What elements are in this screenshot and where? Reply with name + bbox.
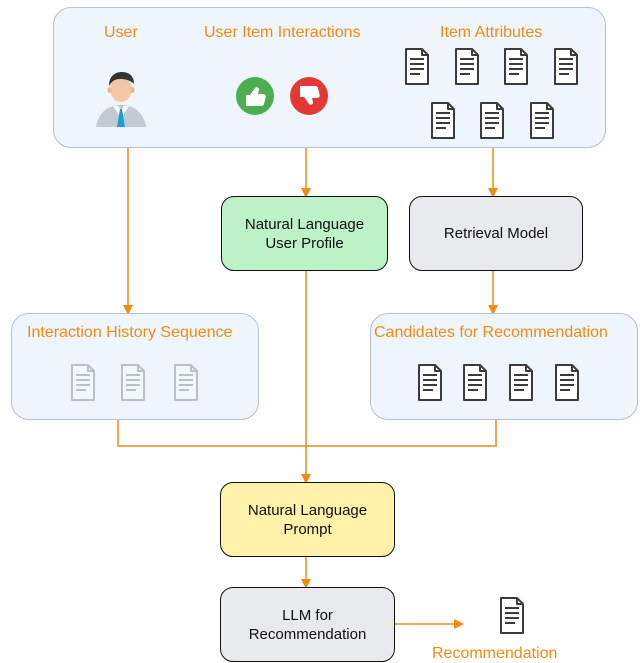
item-attribute-document-icon xyxy=(527,101,557,140)
section-label-user: User xyxy=(104,24,138,41)
history-document-icon xyxy=(171,363,201,402)
interaction-history-panel xyxy=(11,313,259,420)
item-attribute-document-icon xyxy=(551,47,581,86)
recommendation-document-icon xyxy=(497,596,527,635)
connector-candidates-branch xyxy=(306,420,497,447)
candidate-document-icon xyxy=(415,363,445,402)
history-document-icon xyxy=(68,363,98,402)
section-label-candidates: Candidates for Recommendation xyxy=(374,324,608,341)
item-attribute-document-icon xyxy=(452,47,482,86)
thumbs-down-icon xyxy=(289,76,329,116)
history-document-icon xyxy=(118,363,148,402)
candidate-document-icon xyxy=(552,363,582,402)
user-avatar-icon xyxy=(91,66,151,128)
section-label-interactions: User Item Interactions xyxy=(204,24,361,41)
llm-recommendation-node: LLM for Recommendation xyxy=(220,587,395,662)
thumbs-up-icon xyxy=(235,76,275,116)
candidate-document-icon xyxy=(460,363,490,402)
candidates-panel xyxy=(370,313,638,420)
section-label-attributes: Item Attributes xyxy=(440,24,543,41)
item-attribute-document-icon xyxy=(402,47,432,86)
retrieval-model-node: Retrieval Model xyxy=(409,196,583,271)
section-label-history: Interaction History Sequence xyxy=(27,324,233,341)
item-attribute-document-icon xyxy=(428,101,458,140)
natural-language-prompt-node: Natural Language Prompt xyxy=(220,482,395,557)
recommendation-label: Recommendation xyxy=(432,645,558,662)
candidate-document-icon xyxy=(506,363,536,402)
item-attribute-document-icon xyxy=(501,47,531,86)
natural-language-user-profile-node: Natural Language User Profile xyxy=(221,196,388,271)
connector-history-branch xyxy=(117,420,306,447)
item-attribute-document-icon xyxy=(477,101,507,140)
